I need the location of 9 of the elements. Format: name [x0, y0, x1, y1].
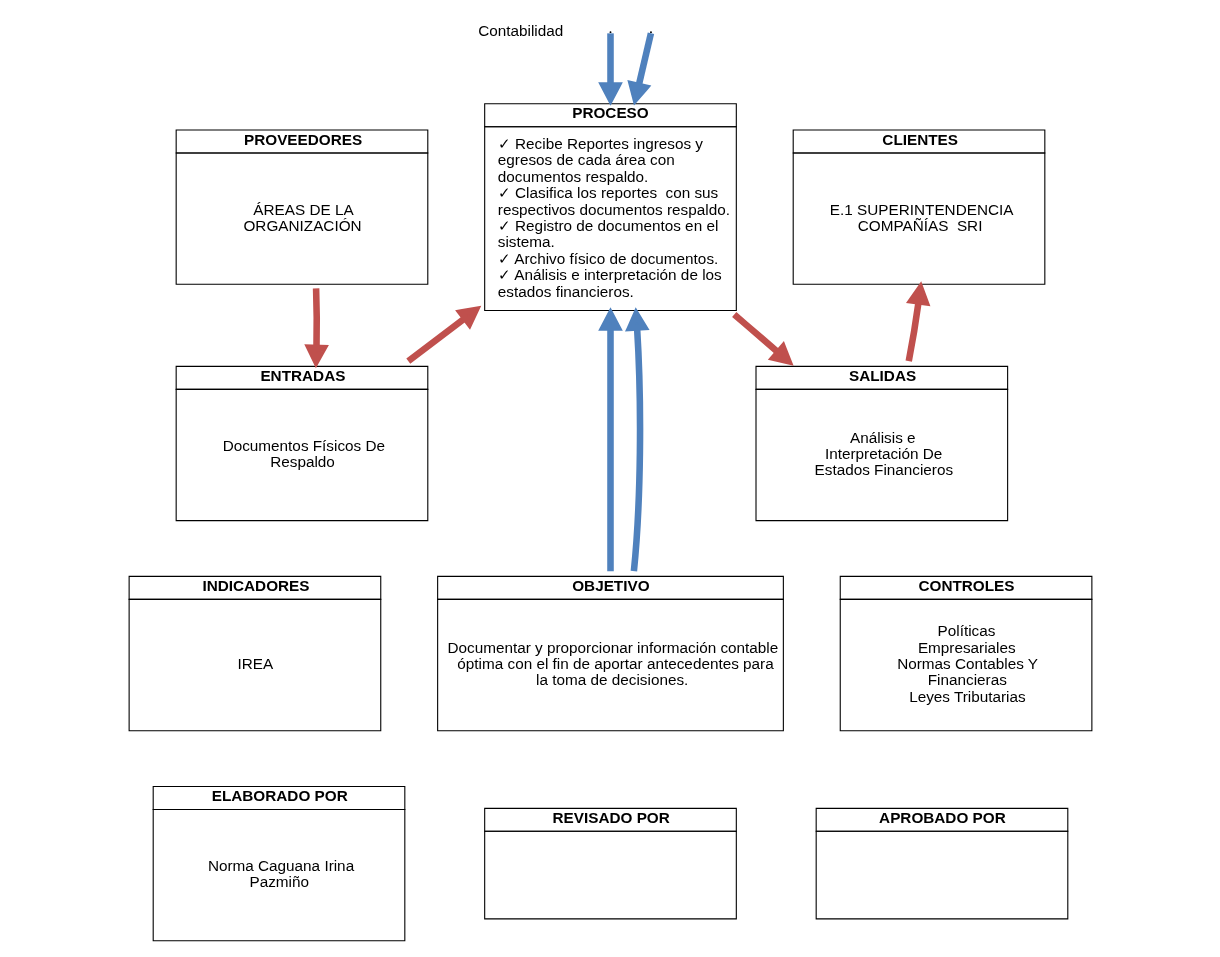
label: Contabilidad	[477, 22, 563, 40]
arrow	[405, 305, 481, 364]
arrow	[597, 33, 623, 106]
arrow	[624, 307, 650, 572]
arrow	[597, 307, 623, 572]
arrow	[905, 281, 930, 362]
arrow	[731, 312, 794, 366]
arrow	[626, 32, 654, 106]
arrow	[303, 288, 329, 369]
